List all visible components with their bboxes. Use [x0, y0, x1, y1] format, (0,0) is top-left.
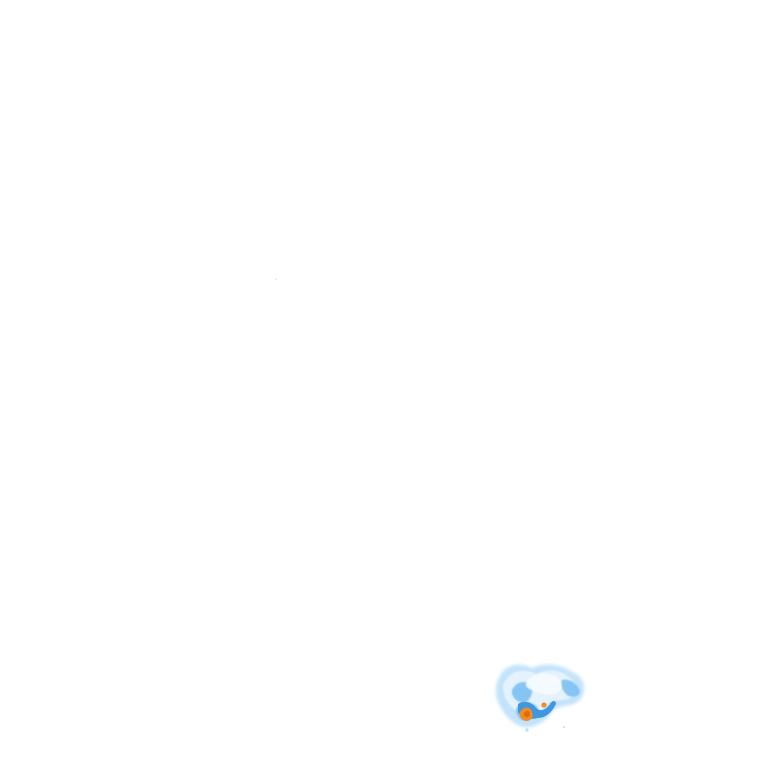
precip-cell-pale-core — [525, 673, 562, 695]
precip-speckles — [275, 278, 565, 732]
precip-cell-intense — [519, 702, 547, 721]
